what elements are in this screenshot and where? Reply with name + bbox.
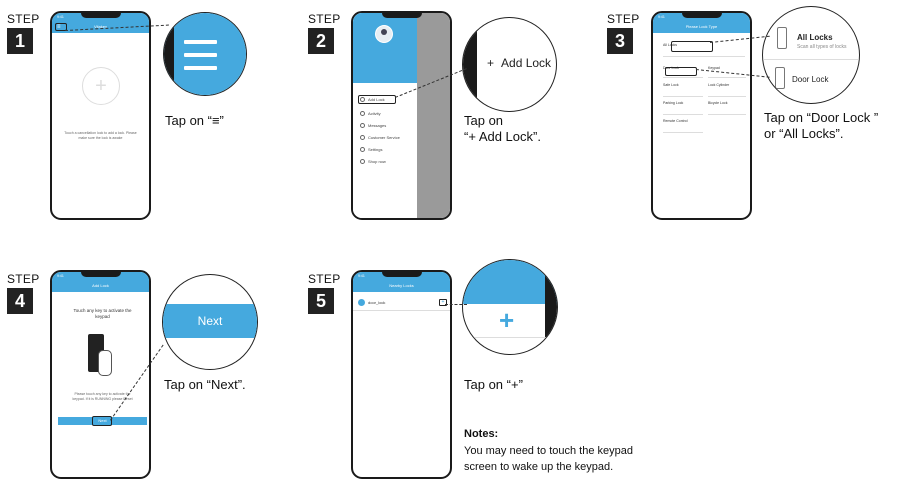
notes-line-1: You may need to touch the keypad bbox=[464, 445, 633, 457]
step-2-label: STEP bbox=[308, 12, 341, 26]
highlight-box-all bbox=[671, 41, 713, 52]
device-name: door_lock bbox=[368, 300, 386, 305]
all-locks-label: All Locks bbox=[797, 33, 833, 42]
keypad-body: Please touch any key to activate the key… bbox=[72, 392, 133, 401]
app-header: 9:41 Vitakey bbox=[52, 13, 149, 33]
step-3-caption-line-2: or “All Locks”. bbox=[764, 126, 844, 141]
app-title: Add Lock bbox=[92, 283, 109, 288]
menu-item-activity[interactable]: Activity bbox=[360, 111, 381, 116]
step-4-phone: 9:41 Add Lock Touch any key to activate … bbox=[50, 270, 151, 479]
step-3-caption-line-1: Tap on “Door Lock ” bbox=[764, 110, 879, 125]
menu-item-shop[interactable]: Shop now bbox=[360, 159, 386, 164]
step-5-magnifier: + bbox=[462, 259, 558, 355]
add-device-button[interactable]: + bbox=[439, 299, 447, 306]
next-button[interactable]: Next bbox=[58, 417, 147, 425]
step-3-number: 3 bbox=[607, 28, 633, 54]
highlight-box bbox=[92, 416, 112, 426]
menu-item-add-lock[interactable]: Add Lock bbox=[360, 97, 385, 102]
menu-item-customer-service[interactable]: Customer Service bbox=[360, 135, 400, 140]
lock-type-parking[interactable]: Parking Lock bbox=[663, 101, 703, 115]
menu-icon[interactable]: ≡ bbox=[57, 24, 61, 30]
step-3-phone: 9:41 Please Lock Type All Locks Door Loc… bbox=[651, 11, 752, 220]
keypad-heading: Touch any key to activate the keypad bbox=[73, 308, 132, 319]
plus-icon: + bbox=[487, 56, 495, 70]
step-5-label: STEP bbox=[308, 272, 341, 286]
step-2-caption-line-2: “+ Add Lock”. bbox=[464, 129, 541, 144]
menu-item-settings[interactable]: Settings bbox=[360, 147, 382, 152]
step-4-number: 4 bbox=[7, 288, 33, 314]
app-title: Vitakey bbox=[93, 24, 108, 29]
highlight-box-door bbox=[665, 67, 697, 76]
step-2-magnifier: + Add Lock bbox=[462, 17, 557, 112]
step-1-number: 1 bbox=[7, 28, 33, 54]
step-4-caption: Tap on “Next”. bbox=[164, 377, 246, 392]
app-title: Nearby Locks bbox=[389, 283, 414, 288]
step-1-label: STEP bbox=[7, 12, 40, 26]
menu-item-messages[interactable]: Messages bbox=[360, 123, 386, 128]
lock-type-cylinder[interactable]: Lock Cylinder bbox=[708, 83, 746, 97]
lock-type-keypad[interactable]: Keypad bbox=[708, 66, 746, 78]
step-1-phone: 9:41 Vitakey ≡ + Touch a cancellation lo… bbox=[50, 11, 151, 220]
add-lock-label: Add Lock bbox=[501, 56, 552, 70]
step-1-caption: Tap on “≡” bbox=[165, 113, 224, 128]
step-4-label: STEP bbox=[7, 272, 40, 286]
lock-type-safe[interactable]: Safe Lock bbox=[663, 83, 703, 97]
step-1-magnifier bbox=[163, 12, 247, 96]
step-3-magnifier: All Locks Scan all types of locks Door L… bbox=[762, 6, 860, 104]
hand-icon bbox=[98, 350, 112, 376]
notes-title: Notes: bbox=[464, 428, 499, 440]
highlight-box bbox=[358, 95, 396, 104]
step-5-caption: Tap on “+” bbox=[464, 377, 523, 392]
lock-type-door[interactable]: Door Lock bbox=[663, 66, 703, 78]
app-title: Please Lock Type bbox=[685, 24, 718, 29]
lock-type-all[interactable]: All Locks bbox=[663, 43, 745, 57]
next-button-zoom[interactable]: Next bbox=[163, 304, 257, 338]
step-5-phone: 9:41 Nearby Locks door_lock + bbox=[351, 270, 452, 479]
notes-line-2: screen to wake up the keypad. bbox=[464, 460, 614, 473]
plus-icon[interactable]: + bbox=[499, 305, 515, 335]
avatar bbox=[375, 25, 393, 43]
step-2-caption-line-1: Tap on bbox=[464, 113, 504, 128]
lock-icon bbox=[358, 299, 365, 306]
hint-text: Touch a cancellation lock to add a lock.… bbox=[64, 131, 137, 140]
step-4-magnifier: Next bbox=[162, 274, 258, 370]
step-2-phone: Add Lock Activity Messages Customer Serv… bbox=[351, 11, 452, 220]
step-5-number: 5 bbox=[308, 288, 334, 314]
notes-body: You may need to touch the keypad screen … bbox=[464, 444, 704, 476]
step-2-number: 2 bbox=[308, 28, 334, 54]
lock-type-bicycle[interactable]: Bicycle Lock bbox=[708, 101, 746, 115]
highlight-box bbox=[55, 23, 67, 31]
door-lock-label: Door Lock bbox=[792, 75, 829, 84]
lock-type-remote[interactable]: Remote Control bbox=[663, 119, 703, 133]
add-circle-icon[interactable]: + bbox=[82, 67, 120, 105]
step-3-label: STEP bbox=[607, 12, 640, 26]
all-locks-subtitle: Scan all types of locks bbox=[797, 44, 847, 50]
